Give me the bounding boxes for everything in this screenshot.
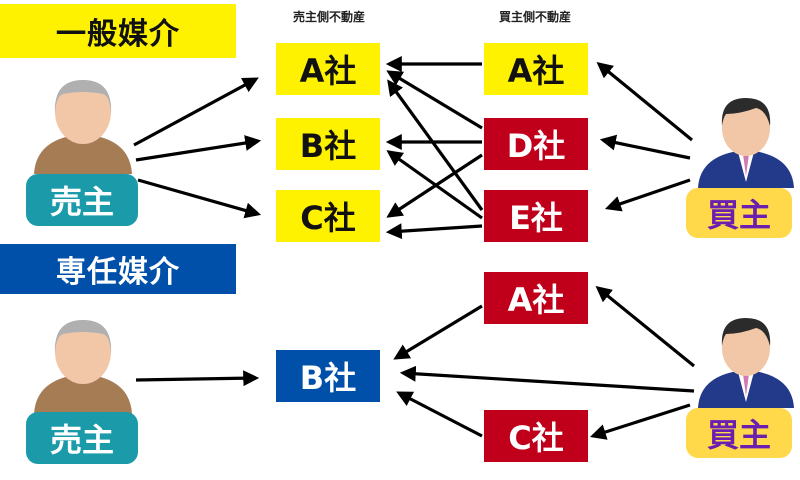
exclusive-mediation-banner: 専任媒介: [0, 244, 236, 294]
arrow-exclusive-buyer-to-a: [595, 285, 696, 368]
buyer-person-icon: [698, 318, 794, 408]
exclusive-seller-agent-b: B社: [276, 350, 380, 402]
arrow-exclusive-buyer-to-c: [589, 403, 691, 440]
seller-agent-column-header: 売主側不動産: [292, 10, 365, 24]
seller-person-icon: [34, 80, 132, 174]
arrow-seller-to-b: [135, 135, 262, 162]
exclusive-buyer-agent-c: C社: [484, 410, 588, 462]
arrow-exclusive-seller-to-b: [135, 370, 260, 387]
arrow-exclusive-c-to-b: [396, 391, 483, 438]
buyer-agent-d: D社: [484, 118, 588, 170]
buyer-agent-column-header: 買主側不動産: [498, 10, 571, 24]
buyer-badge: 買主: [686, 188, 792, 238]
buyer-agent-a: A社: [484, 43, 588, 95]
arrow-seller-to-c: [137, 178, 262, 219]
arrow-exclusive-a-to-b: [393, 304, 483, 360]
exclusive-buyer-badge: 買主: [686, 408, 792, 458]
seller-agent-c: C社: [276, 190, 380, 242]
arrow-exclusive-buyer-to-b: [399, 365, 695, 393]
arrow-e-to-sa-c: [385, 223, 483, 240]
arrow-buyer-to-e: [604, 178, 691, 212]
general-mediation-banner: 一般媒介: [0, 4, 236, 58]
seller-agent-b: B社: [276, 118, 380, 170]
exclusive-seller-badge: 売主: [26, 412, 138, 464]
arrow-d-to-sa-a: [386, 70, 483, 130]
buyer-person-icon: [698, 98, 794, 188]
arrow-buyer-to-ba-a: [596, 61, 694, 142]
seller-agent-a: A社: [276, 43, 380, 95]
arrow-seller-to-a: [133, 77, 259, 147]
seller-badge: 売主: [26, 174, 138, 226]
buyer-agent-e: E社: [484, 190, 588, 242]
arrow-e-to-sa-b: [386, 150, 483, 220]
arrow-e-to-sa-a: [387, 79, 484, 211]
exclusive-buyer-agent-a: A社: [484, 272, 588, 324]
arrow-buyer-to-d: [599, 134, 691, 160]
seller-person-icon: [34, 320, 132, 414]
